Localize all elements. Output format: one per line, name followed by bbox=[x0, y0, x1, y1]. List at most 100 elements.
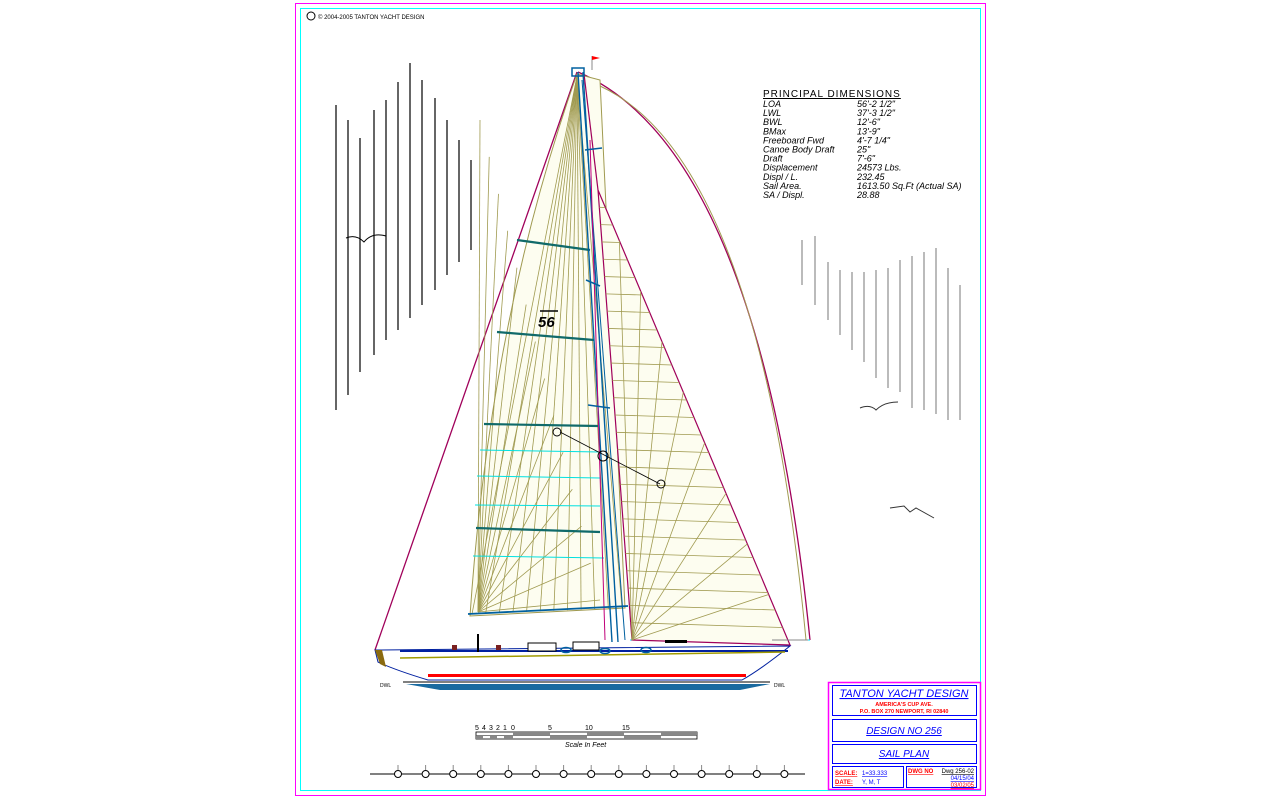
batten bbox=[483, 422, 599, 428]
panel-line bbox=[477, 525, 582, 613]
wind-gust-mark bbox=[345, 234, 387, 243]
dimension-value: 13'-9" bbox=[857, 126, 881, 136]
dimension-label: Freeboard Fwd bbox=[763, 135, 825, 145]
panel-line bbox=[605, 293, 643, 296]
panel-line bbox=[618, 240, 633, 641]
panel-line bbox=[617, 449, 709, 453]
dwl-label-fwd: DWL bbox=[774, 683, 785, 689]
reef-line bbox=[474, 504, 601, 507]
scale-bar bbox=[475, 731, 698, 740]
panel-line bbox=[576, 75, 596, 610]
dimension-label: SA / Displ. bbox=[763, 190, 805, 200]
dimension-value: 12'-6" bbox=[857, 117, 881, 127]
boom bbox=[467, 605, 629, 615]
boot-stripe bbox=[428, 674, 746, 677]
station-marker bbox=[752, 770, 761, 778]
vang bbox=[559, 431, 661, 485]
sheer-stripe bbox=[399, 651, 786, 659]
sail-center-marker bbox=[656, 479, 666, 489]
panel-line bbox=[608, 328, 658, 331]
panel-line bbox=[628, 587, 768, 593]
mast bbox=[577, 71, 613, 643]
sail-center-marker bbox=[552, 427, 562, 437]
panel-line bbox=[621, 501, 731, 506]
panel-line bbox=[477, 378, 546, 613]
station-marker bbox=[614, 770, 623, 778]
bird-icon bbox=[859, 401, 899, 411]
date-label: DATE: bbox=[835, 780, 853, 786]
scale-tick-label: 10 bbox=[585, 725, 593, 732]
cap-shroud bbox=[581, 79, 626, 641]
dwl-label-aft: DWL bbox=[380, 683, 391, 689]
hull bbox=[374, 645, 792, 681]
dimension-label: BMax bbox=[763, 126, 787, 136]
dimension-value: 24573 Lbs. bbox=[856, 163, 902, 173]
dimension-value: 25" bbox=[856, 145, 871, 155]
panel-line bbox=[631, 442, 706, 641]
panel-line bbox=[539, 75, 578, 612]
spreader bbox=[584, 147, 603, 151]
reef-line bbox=[472, 555, 605, 559]
dimension-label: LOA bbox=[763, 99, 781, 109]
station-markers bbox=[394, 765, 789, 778]
design-box bbox=[832, 719, 977, 742]
wind-lines-right bbox=[801, 236, 961, 420]
panel-line bbox=[609, 345, 665, 348]
winch bbox=[496, 645, 501, 650]
drawing-date-2: 03/02/05 bbox=[951, 783, 975, 789]
scale-tick-label: 0 bbox=[511, 725, 515, 732]
copyright-icon bbox=[306, 11, 316, 21]
sheet-title: SAIL PLAN bbox=[879, 749, 930, 760]
spinnaker-inner bbox=[599, 85, 807, 641]
cabin-house bbox=[572, 641, 600, 651]
outer-border bbox=[295, 3, 986, 796]
panel-line bbox=[512, 75, 578, 613]
inner-border bbox=[300, 8, 981, 791]
hatch bbox=[665, 640, 687, 643]
scale-tick-label: 3 bbox=[489, 725, 493, 732]
dimension-label: Sail Area. bbox=[763, 181, 802, 191]
dimension-label: BWL bbox=[763, 117, 783, 127]
station-marker bbox=[670, 770, 678, 778]
drawing-number-box bbox=[906, 766, 977, 788]
dwg-value: Dwg 256-02 bbox=[942, 769, 975, 775]
station-marker bbox=[780, 770, 789, 778]
dimension-label: Draft bbox=[763, 154, 783, 164]
mainsail-panel-lines bbox=[471, 75, 623, 615]
sail-center-marker bbox=[597, 450, 609, 462]
sheet-box bbox=[832, 744, 977, 764]
panel-line bbox=[631, 392, 684, 641]
company-name: TANTON YACHT DESIGN bbox=[840, 688, 969, 700]
scale-label: SCALE: bbox=[835, 771, 857, 777]
station-marker bbox=[697, 770, 706, 778]
porthole bbox=[599, 647, 611, 655]
dimension-value: 56'-2 1/2" bbox=[857, 99, 896, 109]
panel-line bbox=[498, 75, 578, 613]
spreader bbox=[587, 404, 611, 409]
masthead-flag bbox=[592, 56, 600, 60]
dwg-label: DWG NO bbox=[908, 769, 934, 775]
panel-line bbox=[613, 397, 687, 401]
scale-tick-label: 1 bbox=[503, 725, 507, 732]
dimension-value: 232.45 bbox=[856, 172, 886, 182]
inner-shroud bbox=[589, 139, 606, 641]
dimension-value: 4'-7 1/4" bbox=[857, 135, 891, 145]
scale-tick-label: 5 bbox=[475, 725, 479, 732]
batten bbox=[475, 526, 601, 534]
scale-caption: Scale In Feet bbox=[565, 742, 607, 749]
scale-tick-label: 5 bbox=[548, 725, 552, 732]
dimensions-title: PRINCIPAL DIMENSIONS bbox=[763, 89, 901, 100]
bird-icon bbox=[889, 505, 935, 519]
masthead bbox=[571, 67, 585, 77]
panel-line bbox=[604, 276, 635, 278]
company-address-2: P.O. BOX 270 NEWPORT, RI 02840 bbox=[860, 709, 949, 715]
company-box bbox=[832, 685, 977, 716]
spreader bbox=[585, 279, 601, 287]
panel-line bbox=[630, 622, 783, 628]
date-value: Y, M, T bbox=[862, 780, 881, 786]
panel-line bbox=[485, 75, 578, 614]
winch bbox=[452, 645, 457, 650]
panel-line bbox=[576, 75, 609, 609]
panel-line bbox=[616, 431, 702, 436]
